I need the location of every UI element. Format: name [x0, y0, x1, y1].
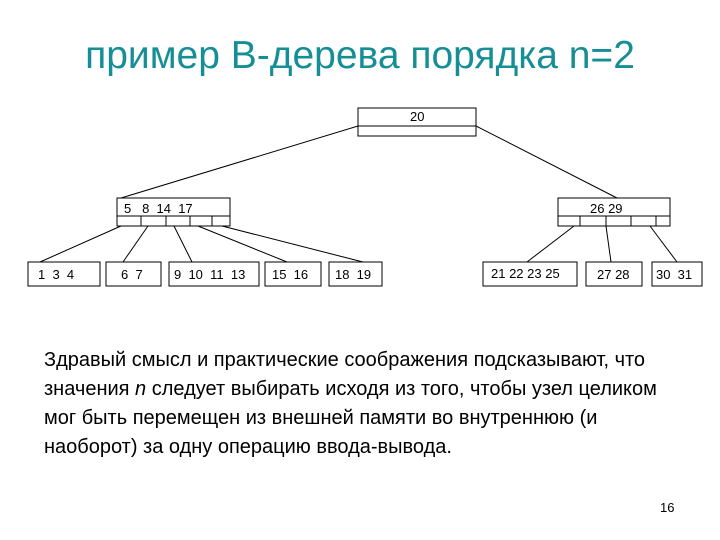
b-tree-diagram: 20 5 8 14 17 26 29 1 3 4 6 7 9 10 11 13 …	[27, 107, 703, 287]
leaf-node	[328, 261, 383, 287]
level1-node-left	[116, 197, 231, 227]
leaf-label: 27 28	[597, 267, 630, 282]
tree-edge	[197, 225, 288, 263]
root-label: 20	[410, 109, 424, 124]
level1-node-right	[557, 197, 671, 227]
leaf-label: 1 3 4	[38, 267, 74, 282]
level1-label: 26 29	[590, 201, 623, 216]
tree-edge	[649, 225, 678, 263]
tree-edge	[173, 225, 193, 263]
leaf-label: 21 22 23 25	[491, 266, 560, 281]
tree-edge	[475, 125, 618, 199]
tree-edge	[221, 225, 364, 263]
leaf-label: 18 19	[335, 267, 371, 282]
leaf-node	[264, 261, 322, 287]
body-text-part2: следует выбирать исходя из того, чтобы у…	[44, 378, 657, 458]
leaf-label: 9 10 11 13	[174, 267, 245, 282]
body-paragraph: Здравый смысл и практические соображения…	[44, 346, 694, 462]
tree-edge	[39, 225, 122, 263]
tree-edge	[122, 225, 149, 263]
tree-edge	[605, 225, 612, 263]
root-node	[357, 107, 477, 137]
leaf-node	[585, 261, 643, 287]
tree-edge	[526, 225, 575, 263]
slide-title: пример B-дерева порядка n=2	[85, 34, 635, 77]
body-text-part1: Здравый смысл и практические соображения…	[44, 349, 646, 400]
leaf-node	[482, 261, 578, 287]
leaf-label: 30 31	[656, 267, 692, 282]
level1-label: 5 8 14 17	[124, 201, 193, 216]
body-text-italic-n: n	[135, 378, 147, 400]
leaf-node	[105, 261, 162, 287]
leaf-node	[168, 261, 260, 287]
page-number: 16	[660, 500, 675, 515]
tree-edge	[120, 125, 359, 199]
leaf-node	[27, 261, 101, 287]
leaf-label: 15 16	[272, 267, 308, 282]
leaf-label: 6 7	[121, 267, 143, 282]
